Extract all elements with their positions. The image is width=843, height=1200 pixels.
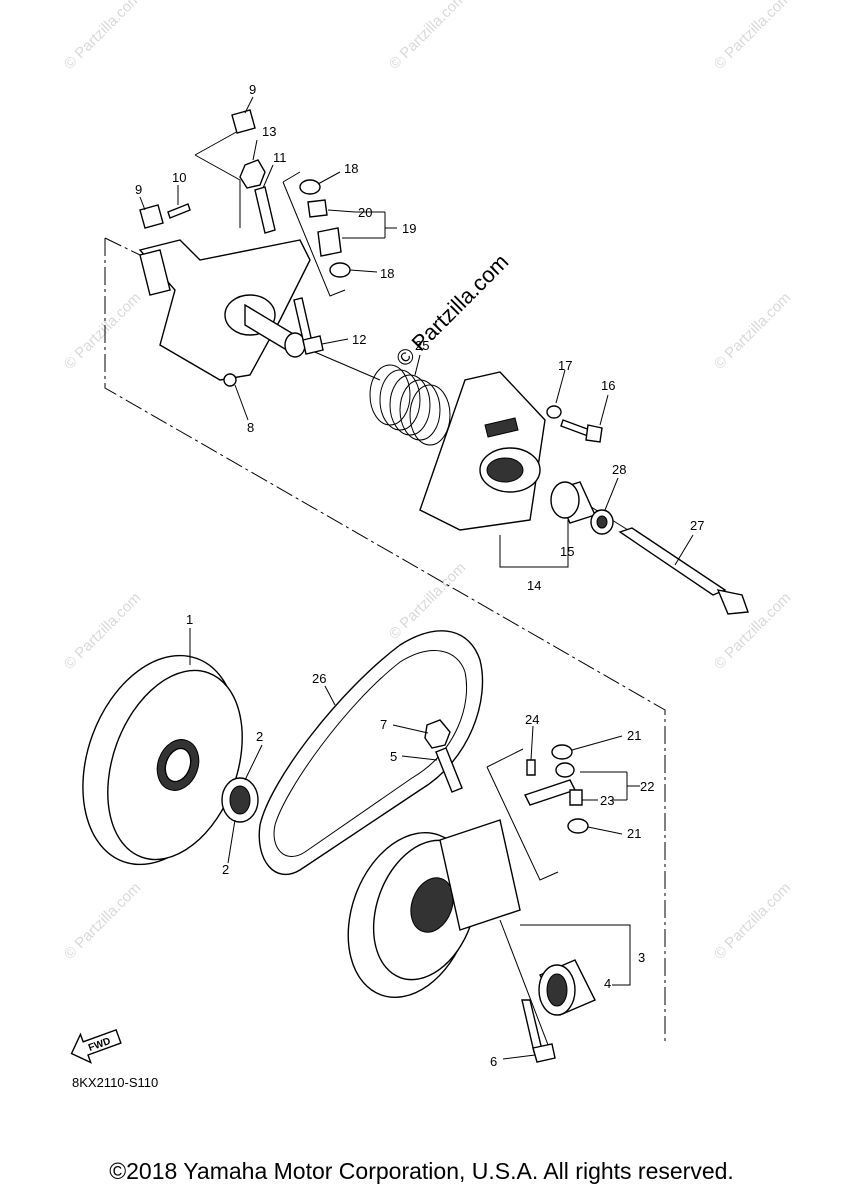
callout-label: 6 <box>490 1054 497 1069</box>
callout-label: 27 <box>690 518 704 533</box>
callout-label: 4 <box>604 976 611 991</box>
callout-label: 1 <box>186 612 193 627</box>
callout-leaders <box>139 96 694 1060</box>
callout-label: 8 <box>247 420 254 435</box>
watermark-text: © Partzilla.com <box>61 289 144 372</box>
callout-label: 15 <box>560 544 574 559</box>
callout-label: 11 <box>273 150 287 165</box>
callout-label: 16 <box>601 378 615 393</box>
callout-label: 22 <box>640 779 654 794</box>
main-watermark: © Partzilla.com <box>391 249 514 372</box>
pin-23 <box>569 789 583 806</box>
watermark-text: © Partzilla.com <box>386 0 469 73</box>
bushing-15 <box>550 481 596 524</box>
copyright-notice: ©2018 Yamaha Motor Corporation, U.S.A. A… <box>109 1158 734 1184</box>
slider-9-left <box>139 204 164 229</box>
watermark-text: © Partzilla.com <box>61 589 144 672</box>
callout-label: 9 <box>249 82 256 97</box>
bolt-16 <box>560 419 603 443</box>
callout-label: 23 <box>600 793 614 808</box>
washer-18-top <box>299 179 321 195</box>
pulley-bracket-3 <box>520 924 631 986</box>
washer-21-bottom <box>567 818 589 834</box>
pin-10 <box>167 203 191 219</box>
callout-label: 24 <box>525 712 539 727</box>
spider-bracket-line <box>194 129 241 228</box>
washer-18-bottom <box>329 262 351 278</box>
washer-21-top <box>551 744 573 760</box>
sheave-center-line <box>499 919 551 1051</box>
callout-label: 7 <box>380 717 387 732</box>
callout-label: 14 <box>527 578 541 593</box>
callout-label: 26 <box>312 671 326 686</box>
watermark-text: © Partzilla.com <box>386 559 469 642</box>
nut-7 <box>424 719 451 749</box>
callout-label: 9 <box>135 182 142 197</box>
sliding-sheave <box>347 819 521 999</box>
callout-label: 21 <box>627 826 641 841</box>
callout-label: 20 <box>358 205 372 220</box>
fixed-sheave <box>82 654 243 866</box>
spring-25 <box>369 364 451 446</box>
cover-bracket-14 <box>499 535 569 568</box>
slider-9-top <box>231 109 256 134</box>
callout-label: 19 <box>402 221 416 236</box>
spring-line <box>309 349 381 381</box>
watermark-text: © Partzilla.com <box>711 879 794 962</box>
washer-28 <box>590 509 614 535</box>
callout-label: 18 <box>344 161 358 176</box>
callout-label: 3 <box>638 950 645 965</box>
callout-label: 17 <box>558 358 572 373</box>
callout-label: 10 <box>172 170 186 185</box>
bushing-2 <box>221 777 259 823</box>
bolt-6 <box>521 999 556 1063</box>
fwd-arrow: FWD <box>70 1028 122 1064</box>
pin-24 <box>526 759 536 776</box>
nut-13 <box>239 159 266 189</box>
weight-arm-22 <box>524 779 576 806</box>
collar-22 <box>555 762 575 778</box>
collar-20 <box>307 199 328 218</box>
callout-label: 13 <box>262 124 276 139</box>
watermark-text: © Partzilla.com <box>711 0 794 73</box>
callout-label: 12 <box>352 332 366 347</box>
callout-label: 2 <box>256 729 263 744</box>
bolt-12 <box>293 297 324 355</box>
callout-label: 21 <box>627 728 641 743</box>
bolt-27 <box>618 527 749 615</box>
washer-17 <box>546 405 562 419</box>
watermark-text: © Partzilla.com <box>61 879 144 962</box>
callout-label: 5 <box>390 749 397 764</box>
callout-label: 25 <box>415 338 429 353</box>
collar-5 <box>435 747 463 793</box>
watermark-text: © Partzilla.com <box>711 289 794 372</box>
callout-numbers: 1 2 2 3 4 5 6 7 8 9 9 10 11 12 13 14 15 … <box>135 82 704 1069</box>
spider-hub <box>138 239 311 387</box>
watermark-text: © Partzilla.com <box>61 0 144 73</box>
upper-right-outline <box>104 237 141 256</box>
callout-label: 18 <box>380 266 394 281</box>
upper-assembly-outline <box>104 238 666 1045</box>
bearing-sleeve <box>538 959 596 1016</box>
drive-belt <box>258 630 484 876</box>
ramp-bracket-line <box>486 748 559 881</box>
callout-label: 28 <box>612 462 626 477</box>
collar-11 <box>254 186 276 234</box>
diagram-code: 8KX2110-S110 <box>72 1075 158 1090</box>
roller-19 <box>317 227 342 257</box>
cover-14 <box>419 371 546 531</box>
bushing-bracket-line <box>282 171 346 297</box>
callout-label: 2 <box>222 862 229 877</box>
